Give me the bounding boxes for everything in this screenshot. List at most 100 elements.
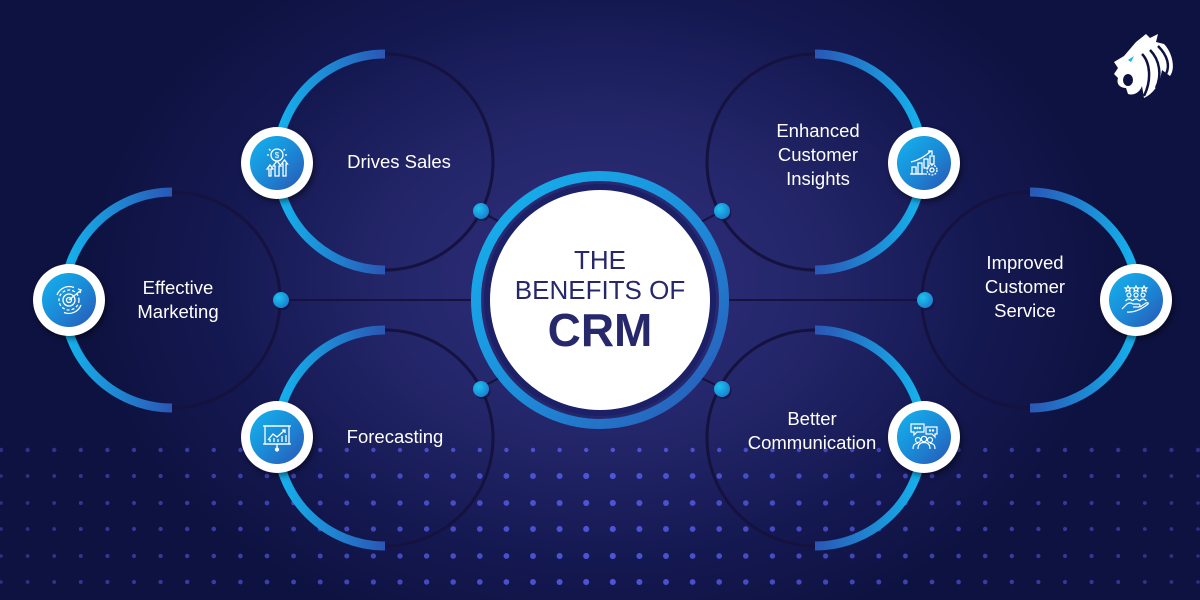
pattern-dot [370, 526, 377, 532]
pattern-dot [397, 526, 403, 532]
pattern-dot [504, 447, 509, 453]
pattern-dot [982, 579, 988, 585]
pattern-dot [317, 473, 323, 479]
pattern-dot [1142, 501, 1147, 505]
pattern-dot [78, 474, 83, 478]
pattern-dot [583, 499, 590, 507]
pattern-dot [211, 579, 217, 585]
pattern-dot [0, 554, 3, 558]
pattern-dot [1009, 526, 1015, 532]
pattern-dot [1062, 526, 1068, 532]
pattern-dot [450, 579, 456, 585]
pattern-dot [291, 473, 297, 479]
pattern-dot [583, 578, 590, 586]
pattern-dot [769, 500, 776, 506]
pattern-dot [1062, 553, 1068, 559]
effective-marketing-badge [33, 264, 105, 336]
pattern-dot [636, 525, 643, 533]
pattern-dot [636, 578, 643, 586]
pattern-dot [1036, 500, 1041, 506]
better-communication-badge [888, 401, 960, 473]
pattern-dot [184, 526, 190, 532]
pattern-dot [1062, 447, 1068, 453]
pattern-dot [876, 579, 882, 585]
pattern-dot [476, 526, 483, 532]
pattern-dot [689, 526, 696, 532]
pattern-dot [1196, 580, 1200, 584]
center-outer-ring [471, 171, 729, 429]
pattern-dot [423, 500, 430, 506]
pattern-dot [450, 553, 456, 559]
pattern-dot [929, 500, 935, 506]
pattern-dot [530, 526, 536, 532]
pattern-dot [131, 526, 137, 532]
pattern-dot [530, 447, 536, 453]
pattern-dot [318, 447, 323, 453]
pattern-dot [609, 552, 616, 560]
pattern-dot [1009, 473, 1015, 479]
pattern-dot [1089, 473, 1094, 479]
pattern-dot [344, 526, 350, 532]
pattern-dot [609, 472, 616, 480]
pattern-dot [849, 553, 855, 559]
pattern-dot [689, 579, 696, 585]
pattern-dot [52, 474, 57, 478]
pattern-dot [317, 579, 323, 585]
pattern-dot [956, 526, 961, 532]
pattern-dot [902, 473, 908, 479]
dot-pattern [0, 447, 1200, 586]
pattern-dot [238, 526, 243, 532]
pattern-dot [929, 473, 935, 479]
pattern-dot [663, 553, 669, 559]
pattern-dot [1089, 553, 1094, 559]
improved-customer-service-badge [1100, 264, 1172, 336]
chart-gear-icon [910, 150, 938, 176]
pattern-dot [849, 500, 855, 506]
pattern-dot [1009, 500, 1015, 506]
pattern-dot [956, 473, 961, 479]
pattern-dot [1195, 447, 1200, 453]
title-line-2: BENEFITS OF [514, 275, 686, 305]
pattern-dot [1009, 579, 1015, 585]
pattern-dot [158, 579, 163, 585]
pattern-dot [716, 500, 723, 506]
pattern-dot [1036, 473, 1041, 479]
benefit-label-drives-sales: Drives Sales [347, 151, 451, 172]
pattern-dot [1116, 474, 1121, 478]
pattern-dot [105, 447, 110, 453]
pattern-dot [1062, 500, 1068, 506]
hand-stars-people-icon [1121, 284, 1149, 313]
pattern-dot [184, 579, 190, 585]
pattern-dot [78, 501, 83, 505]
pattern-dot [476, 500, 483, 506]
pattern-dot [397, 553, 403, 559]
pattern-dot [530, 553, 536, 559]
pattern-dot [423, 526, 430, 532]
pattern-dot [158, 473, 163, 479]
pattern-dot [743, 553, 749, 559]
pattern-dot [344, 500, 350, 506]
pattern-dot [982, 473, 988, 479]
pattern-dot [822, 553, 829, 559]
pattern-dot [78, 554, 83, 558]
title-line-1: THE [574, 245, 626, 275]
pattern-dot [716, 553, 723, 559]
pattern-dot [636, 499, 643, 507]
pattern-dot [530, 579, 536, 585]
pattern-dot [105, 526, 110, 532]
pattern-dot [25, 580, 30, 584]
pattern-dot [849, 473, 855, 479]
pattern-dot [423, 553, 430, 559]
pattern-dot [636, 552, 643, 560]
title-line-3: CRM [547, 304, 653, 356]
pattern-dot [637, 447, 642, 453]
pattern-dot [25, 447, 30, 453]
pattern-dot [530, 500, 536, 506]
pattern-dot [822, 473, 829, 479]
pattern-dot [902, 579, 908, 585]
connector-node [714, 203, 730, 219]
pattern-dot [636, 472, 643, 480]
pattern-dot [423, 473, 430, 479]
pattern-dot [769, 553, 776, 559]
